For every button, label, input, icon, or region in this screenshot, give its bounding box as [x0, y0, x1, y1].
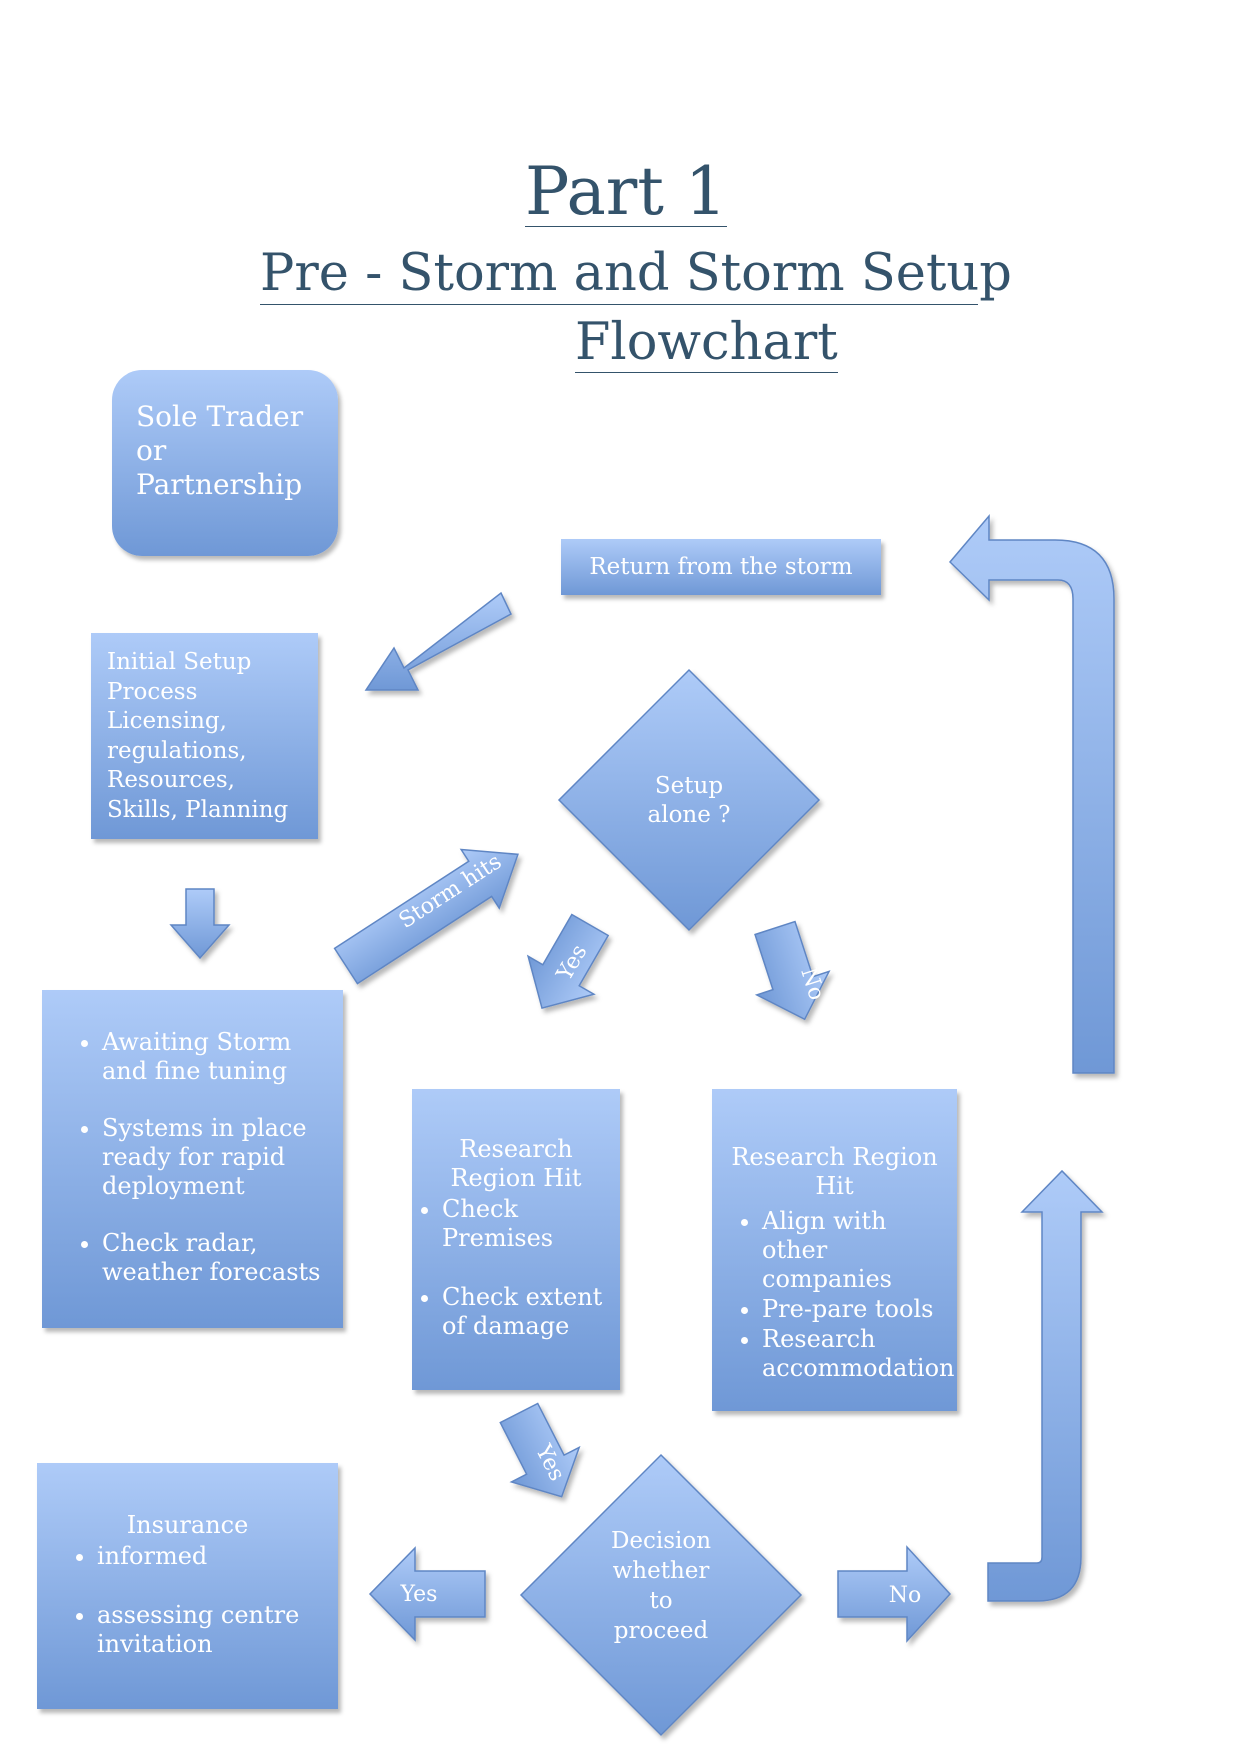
research-region-no-box: Research Region Hit Align with other com…: [712, 1089, 957, 1411]
decision-diamond: [519, 1453, 803, 1737]
sole-trader-box: Sole Trader or Partnership: [112, 370, 338, 556]
research-yes-heading: Research Region Hit: [450, 1135, 582, 1192]
arrow-yes-to-research: [526, 913, 610, 1010]
arrow-no-to-research: [754, 920, 831, 1021]
research-no-item: Research accommodation: [762, 1325, 955, 1383]
insurance-item: assessing centre invitation: [97, 1601, 328, 1659]
research-yes-item: Check Premises: [442, 1195, 612, 1253]
title-subtitle: Pre - Storm and Storm Setup: [260, 244, 1012, 305]
arrow-loop-return: [948, 513, 1115, 1074]
awaiting-item: Check radar, weather forecasts: [102, 1229, 331, 1287]
no-right-label: No: [889, 1583, 922, 1608]
initial-setup-box: Initial Setup Process Licensing, regulat…: [91, 633, 318, 839]
research-no-item: Pre-pare tools: [762, 1295, 947, 1324]
title-part: Part 1: [525, 153, 727, 230]
insurance-heading: Insurance: [126, 1511, 249, 1539]
arrow-storm-hits: [333, 848, 519, 985]
setup-alone-text-1: Setup: [655, 773, 723, 799]
awaiting-item: Awaiting Storm and fine tuning: [102, 1028, 331, 1086]
arrow-yes-to-insurance: [368, 1546, 486, 1642]
arrow-no-right: [837, 1545, 952, 1643]
arrow-yes-to-decision: [499, 1402, 581, 1498]
insurance-box: Insurance informed assessing centre invi…: [37, 1463, 338, 1709]
decision-text-4: proceed: [614, 1618, 709, 1644]
arrow-return-to-setup: [364, 591, 512, 691]
setup-alone-text-2: alone ?: [648, 802, 731, 828]
arrow-loop-up: [987, 1169, 1104, 1602]
title-flowchart: Flowchart: [575, 313, 838, 373]
yes-insurance-label: Yes: [400, 1582, 438, 1607]
research-region-yes-box: Research Region Hit Check Premises Check…: [412, 1089, 620, 1390]
awaiting-item: Systems in place ready for rapid deploym…: [102, 1114, 331, 1201]
setup-alone-diamond: [557, 668, 821, 932]
awaiting-storm-box: Awaiting Storm and fine tuning Systems i…: [42, 990, 343, 1328]
decision-text-1: Decision: [611, 1528, 711, 1554]
decision-text-2: whether: [613, 1558, 710, 1584]
research-no-item: Align with other companies: [762, 1207, 947, 1294]
arrow-setup-down: [169, 888, 231, 960]
insurance-item: informed: [97, 1542, 328, 1571]
return-from-storm-box: Return from the storm: [561, 539, 881, 595]
research-yes-item: Check extent of damage: [442, 1283, 612, 1341]
research-no-heading: Research Region Hit: [731, 1143, 938, 1200]
decision-text-3: to: [649, 1588, 672, 1614]
